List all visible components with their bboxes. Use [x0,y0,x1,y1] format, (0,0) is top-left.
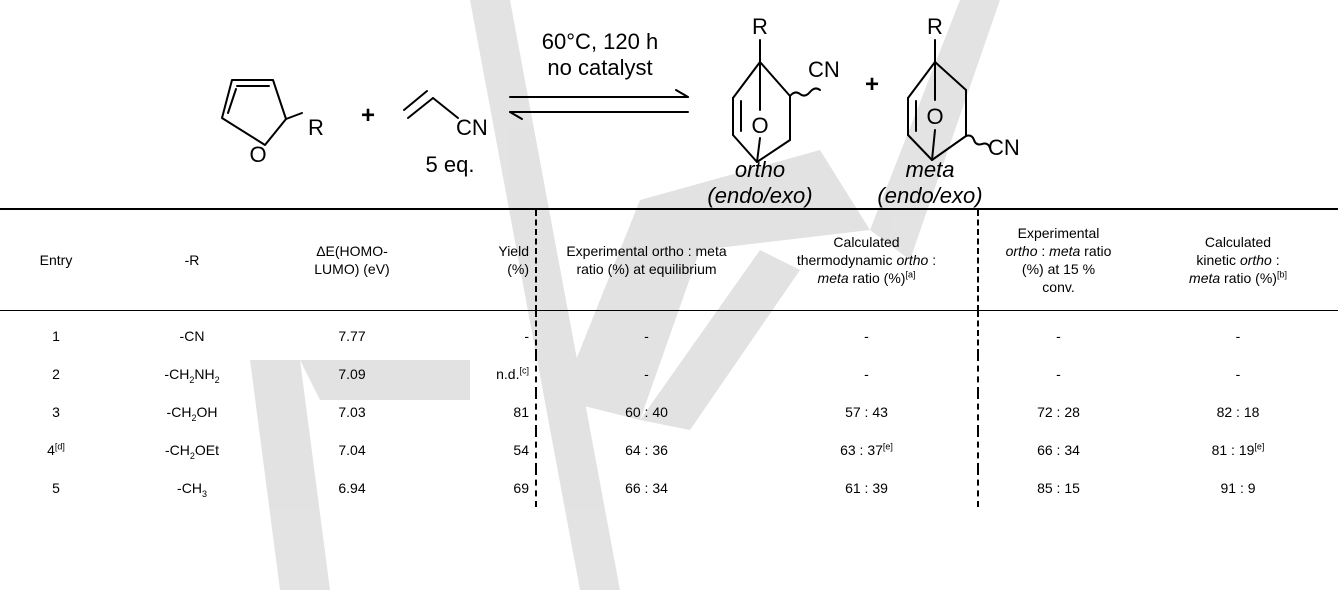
equilibrium-arrows [509,89,689,120]
ortho-r-label: R [752,14,768,39]
acrylonitrile-cn-label: CN [456,115,488,140]
cell-delta-e: 6.94 [338,480,366,496]
cell-entry: 5 [52,480,60,496]
meta-cn-label: CN [988,135,1020,160]
cell-entry: 1 [52,328,60,344]
cell-calc-kinetic: - [1235,328,1241,344]
meta-oxygen-label: O [926,104,943,129]
cell-delta-e: 7.04 [338,442,366,458]
header-yield: Yield(%) [498,243,529,277]
ortho-oxygen-label: O [751,113,768,138]
equivalents-label: 5 eq. [426,152,475,177]
cell-calc-thermodynamic: 61 : 39 [845,480,888,496]
reaction-scheme: O R + CN 5 eq. 60°C, 120 h no catalyst R… [221,14,1020,208]
table-row: 2 -CH2NH2 7.09 n.d.[c] - - - - [0,355,1338,393]
cell-exp-equilibrium: - [535,310,756,355]
cell-calc-kinetic: - [1235,366,1241,382]
cell-calc-kinetic: 91 : 9 [1220,480,1256,496]
meta-product-structure [907,39,991,161]
cell-exp-conversion: - [977,355,1138,393]
cell-calc-kinetic: 81 : 19[e] [1211,441,1265,458]
cell-delta-e: 7.03 [338,404,366,420]
header-entry: Entry [39,252,73,268]
furan-structure [221,79,303,146]
table-row: 5 -CH3 6.94 69 66 : 34 61 : 39 85 : 15 9… [0,469,1338,507]
cell-yield: 81 [513,404,529,420]
cell-calc-thermodynamic: 63 : 37[e] [840,441,893,458]
table-row: 1 -CN 7.77 - - - - - [0,310,1338,355]
cell-exp-equilibrium: 60 : 40 [535,393,756,431]
cell-calc-kinetic: 82 : 18 [1216,404,1260,420]
acrylonitrile-structure [403,90,459,119]
cell-entry: 3 [52,404,60,420]
cell-yield: n.d.[c] [496,365,529,382]
cell-exp-equilibrium: 64 : 36 [535,431,756,469]
meta-r-label: R [927,14,943,39]
cell-delta-e: 7.09 [338,366,366,382]
cell-yield: 69 [513,480,529,496]
plus-sign-1: + [361,102,375,129]
cell-exp-equilibrium: - [535,355,756,393]
table-header-row: Entry -R ΔE(HOMO-LUMO) (eV) Yield(%) Exp… [0,209,1338,311]
header-delta-e: ΔE(HOMO-LUMO) (eV) [314,243,390,277]
ortho-product-structure [732,39,821,163]
table-row: 4[d] -CH2OEt 7.04 54 64 : 36 63 : 37[e] … [0,431,1338,469]
cell-calc-thermodynamic: 57 : 43 [845,404,888,420]
cell-yield: 54 [513,442,529,458]
results-table: Entry -R ΔE(HOMO-LUMO) (eV) Yield(%) Exp… [0,208,1338,507]
cell-r: -CN [179,328,205,344]
cell-entry: 4[d] [47,441,65,458]
cell-calc-thermodynamic: - [864,328,869,344]
cell-exp-conversion: 72 : 28 [977,393,1138,431]
conditions-line-2: no catalyst [547,55,652,80]
cell-exp-conversion: 66 : 34 [977,431,1138,469]
cell-r: -CH2OEt [164,442,220,461]
meta-sub-label: (endo/exo) [877,183,982,208]
meta-label: meta [906,157,955,182]
furan-r-label: R [308,115,324,140]
cell-yield: - [524,328,529,344]
cell-r: -CH2OH [166,404,218,423]
furan-oxygen-label: O [249,142,266,167]
table-row: 3 -CH2OH 7.03 81 60 : 40 57 : 43 72 : 28… [0,393,1338,431]
cell-exp-conversion: - [977,310,1138,355]
cell-delta-e: 7.77 [338,328,366,344]
ortho-sub-label: (endo/exo) [707,183,812,208]
cell-entry: 2 [52,366,60,382]
cell-r: -CH3 [177,480,207,499]
ortho-label: ortho [735,157,785,182]
cell-r: -CH2NH2 [164,366,220,385]
header-r: -R [184,252,200,268]
cell-calc-thermodynamic: - [864,366,869,382]
cell-exp-equilibrium: 66 : 34 [535,469,756,507]
plus-sign-2: + [865,71,879,98]
ortho-cn-label: CN [808,57,840,82]
conditions-line-1: 60°C, 120 h [542,29,658,54]
cell-exp-conversion: 85 : 15 [977,469,1138,507]
